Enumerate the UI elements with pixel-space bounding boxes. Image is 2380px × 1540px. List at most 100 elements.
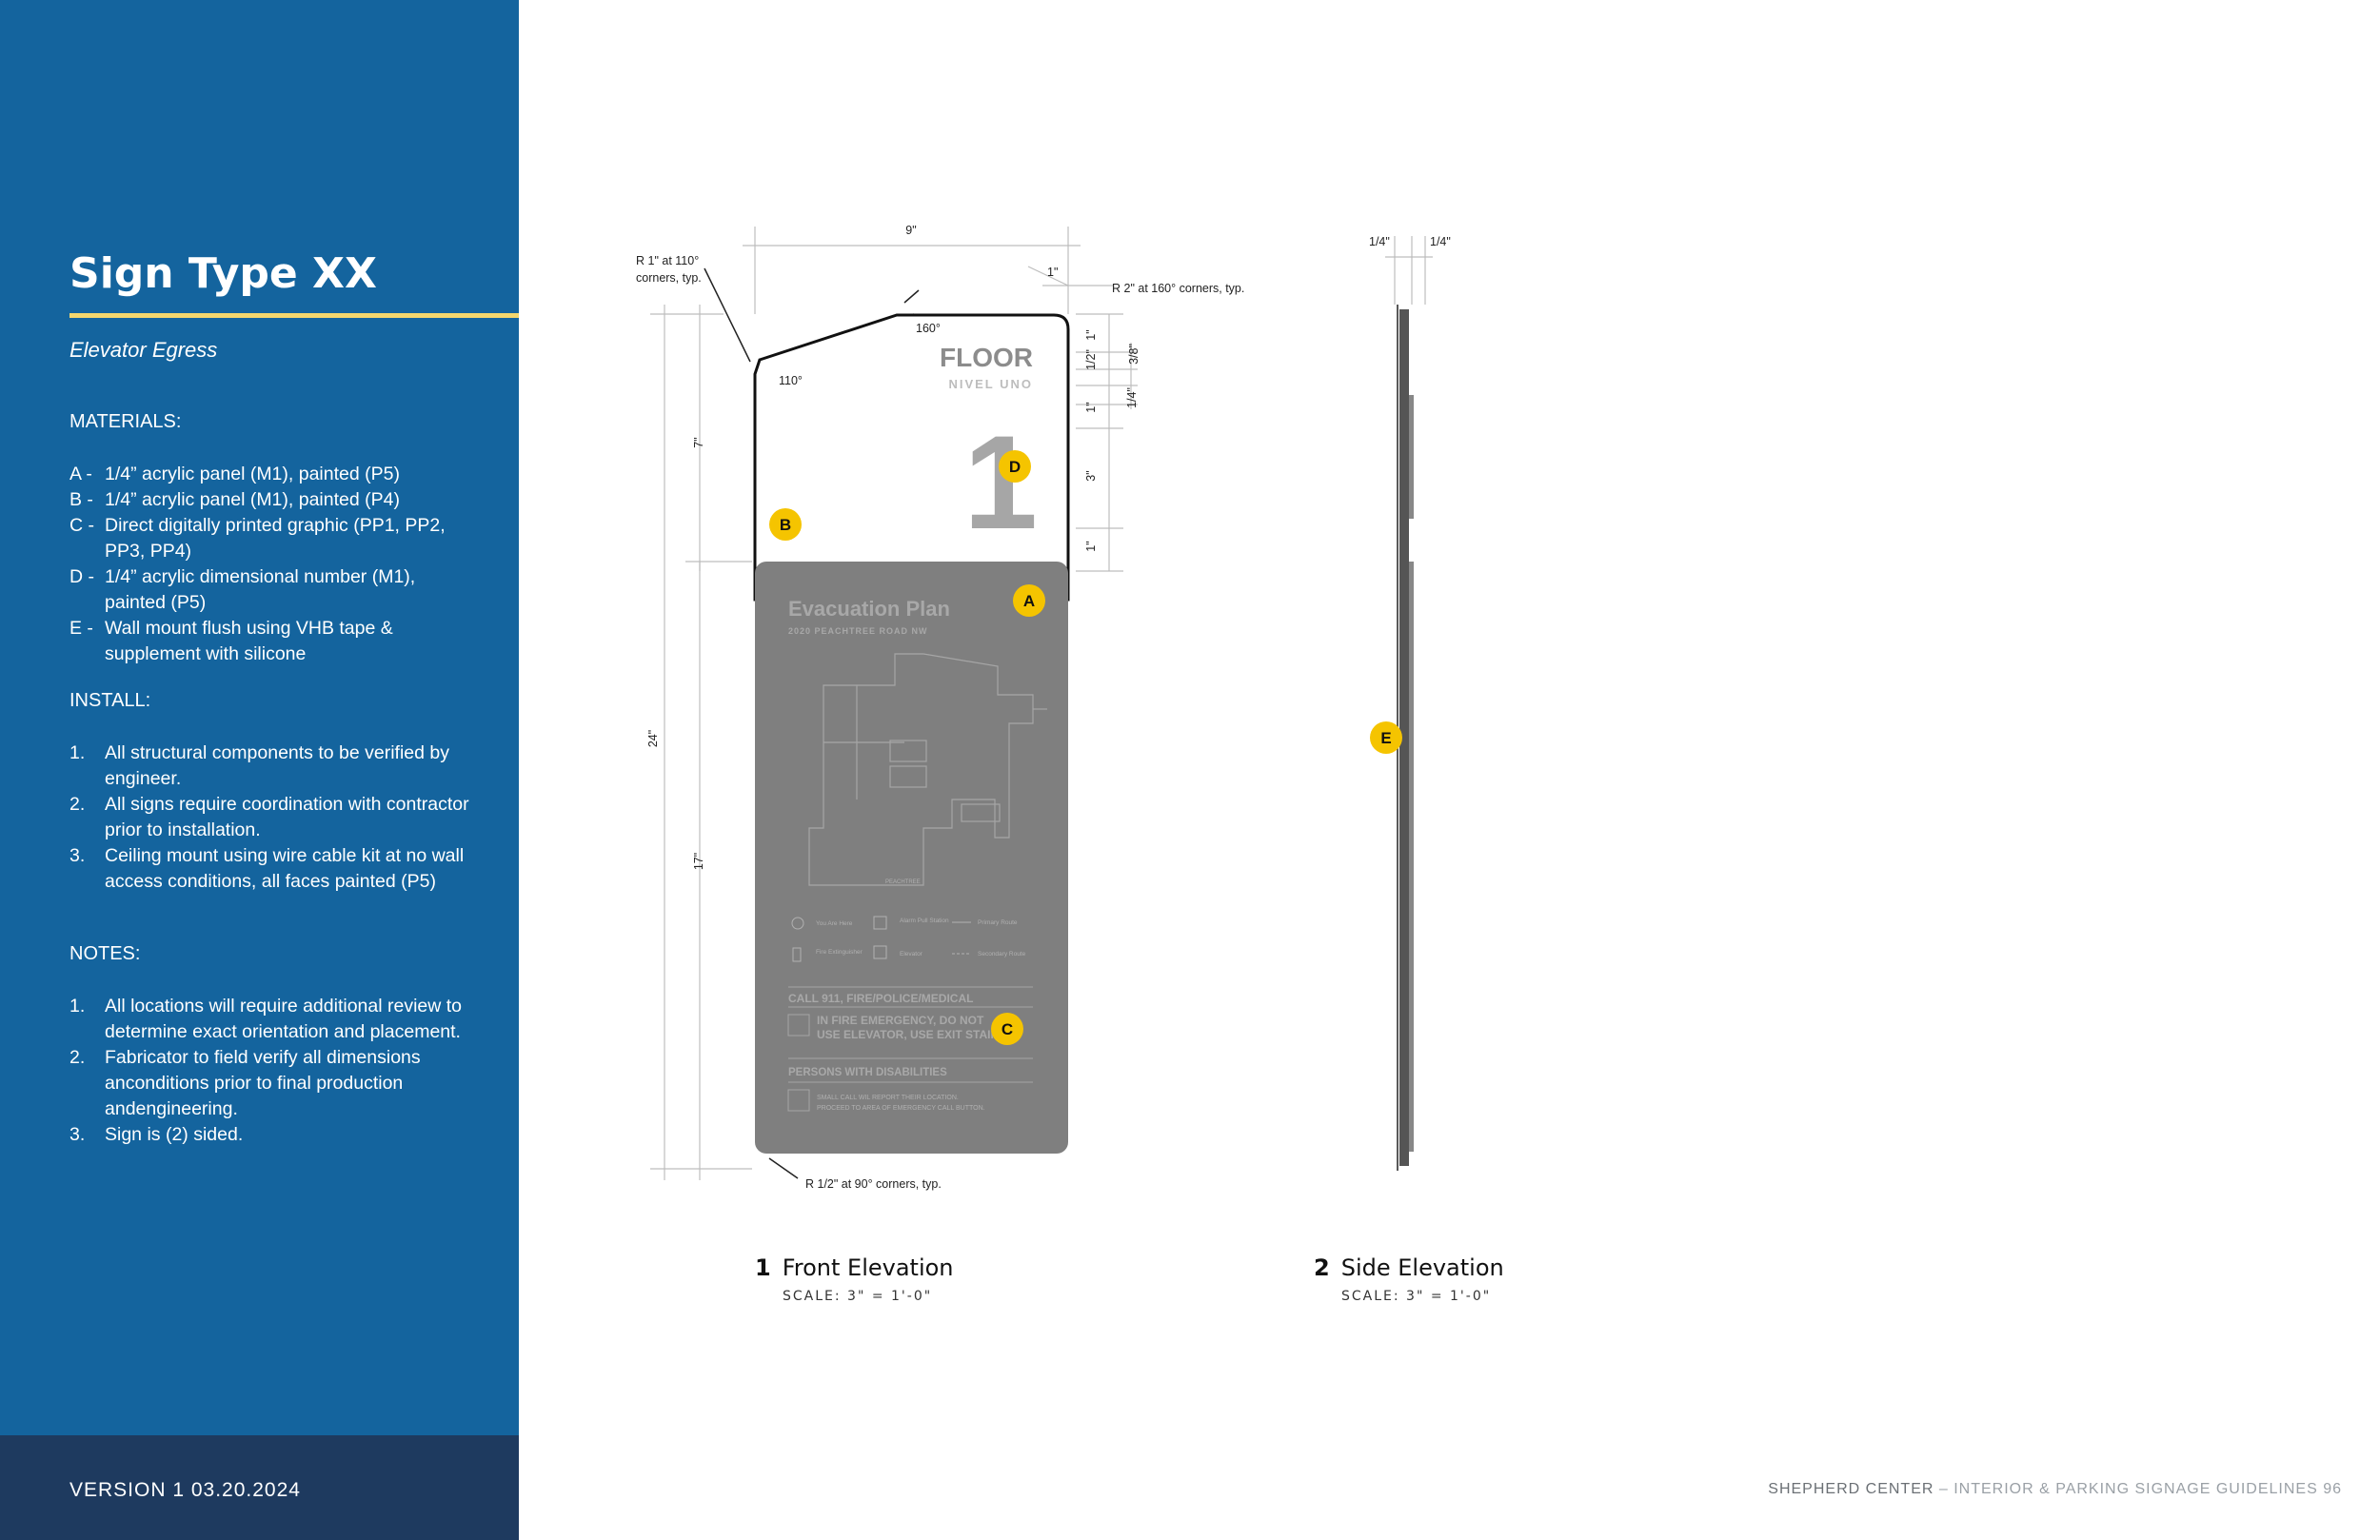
callout-b: B [769, 508, 802, 541]
legend-extinguisher: Fire Extinguisher [816, 949, 863, 956]
dim-side-1: 1/4" [1369, 235, 1390, 248]
fire-icon [787, 1014, 810, 1037]
caption-scale: SCALE: 3" = 1'-0" [1341, 1289, 1492, 1304]
item-key: 3. [69, 1124, 86, 1145]
list-item: A -1/4” acrylic panel (M1), painted (P5) [69, 462, 479, 487]
floor-sublabel: NIVEL UNO [948, 377, 1033, 391]
dim-24: 24" [646, 730, 660, 747]
dim-corner-110b: corners, typ. [636, 271, 702, 285]
footer-doc: – INTERIOR & PARKING SIGNAGE GUIDELINES … [1934, 1481, 2342, 1497]
item-text: All structural components to be verified… [105, 742, 450, 789]
front-elevation-caption: 1 Front Elevation SCALE: 3" = 1'-0" [755, 1254, 954, 1304]
svg-text:E: E [1380, 729, 1391, 747]
dim-side-2: 1/4" [1430, 235, 1451, 248]
dim-right-38: 3/8" [1127, 344, 1140, 365]
wheelchair-icon [787, 1089, 810, 1112]
dim-right-half: 1/2" [1084, 349, 1098, 370]
dimension-labels: 9" R 1" at 110° corners, typ. R 2" at 16… [636, 224, 1451, 1191]
legend: You Are Here Alarm Pull Station Primary … [791, 916, 1026, 962]
disabilities-heading: PERSONS WITH DISABILITIES [788, 1067, 947, 1078]
disab-line-2: PROCEED TO AREA OF EMERGENCY CALL BUTTON… [817, 1105, 985, 1112]
item-key: E - [69, 618, 93, 639]
list-item: C - Direct digitally printed graphic (PP1… [69, 513, 479, 564]
item-text: Fabricator to field verify all dimension… [105, 1047, 421, 1119]
angle-110: 110° [779, 374, 803, 387]
sidebar: Sign Type XX Elevator Egress MATERIALS: … [0, 0, 519, 1435]
item-key: 3. [69, 845, 86, 866]
page-subtitle: Elevator Egress [69, 338, 218, 362]
call-911: CALL 911, FIRE/POLICE/MEDICAL [788, 992, 973, 1005]
item-key: 2. [69, 1047, 86, 1068]
item-key: C - [69, 515, 94, 536]
install-list: 1. All structural components to be verifi… [69, 740, 479, 895]
callout-c: C [991, 1013, 1023, 1045]
dim-17: 17" [692, 853, 705, 870]
dim-right-3: 3" [1084, 470, 1098, 481]
technical-drawing: FLOOR NIVEL UNO 1 Evacuation Plan 2020 P… [636, 224, 1451, 1191]
install-heading: INSTALL: [69, 690, 151, 711]
dim-right-1c: 1" [1084, 541, 1098, 551]
page-footer: SHEPHERD CENTER – INTERIOR & PARKING SIG… [1768, 1481, 2342, 1498]
callout-e: E [1370, 721, 1402, 754]
item-key: 1. [69, 742, 86, 763]
materials-heading: MATERIALS: [69, 411, 182, 432]
you-are-here-icon [791, 917, 804, 930]
caption-number: 2 [1314, 1254, 1330, 1281]
page-title: Sign Type XX [69, 249, 377, 298]
front-sign: FLOOR NIVEL UNO 1 Evacuation Plan 2020 P… [753, 313, 1070, 1154]
list-item: E -Wall mount flush using VHB tape & sup… [69, 616, 479, 667]
caption-title: Front Elevation [782, 1254, 954, 1281]
disab-line-1: SMALL CALL WIL REPORT THEIR LOCATION. [817, 1095, 959, 1101]
list-item: B - 1/4” acrylic panel (M1), painted (P4) [69, 487, 479, 513]
legend-elevator: Elevator [900, 951, 923, 958]
side-number-edge [1409, 395, 1414, 519]
version-band: VERSION 1 03.20.2024 [0, 1435, 519, 1540]
evac-address: 2020 PEACHTREE ROAD NW [788, 626, 928, 636]
dim-7: 7" [692, 437, 705, 447]
list-item: 2. All signs require coordination with co… [69, 792, 479, 843]
item-text: Direct digitally printed graphic (PP1, P… [105, 515, 446, 562]
floor-label: FLOOR [940, 343, 1033, 372]
item-text: 1/4” acrylic dimensional number (M1), pa… [105, 566, 416, 613]
svg-text:D: D [1009, 458, 1021, 476]
dim-corner-90: R 1/2" at 90° corners, typ. [805, 1177, 942, 1191]
callout-d: D [999, 450, 1031, 483]
caption-scale: SCALE: 3" = 1'-0" [783, 1289, 933, 1304]
caption-title: Side Elevation [1340, 1254, 1504, 1281]
callout-a: A [1013, 584, 1045, 617]
materials-list: A -1/4” acrylic panel (M1), painted (P5)… [69, 462, 479, 667]
svg-text:A: A [1023, 592, 1035, 610]
item-key: 2. [69, 794, 86, 815]
angle-160: 160° [916, 322, 941, 335]
title-rule [69, 313, 519, 318]
svg-text:B: B [780, 516, 791, 534]
list-item: 2. Fabricator to field verify all dimensi… [69, 1045, 479, 1122]
item-text: 1/4” acrylic panel (M1), painted (P4) [105, 489, 400, 510]
list-item: D -1/4” acrylic dimensional number (M1),… [69, 564, 479, 616]
callout-markers: A B C D E [769, 450, 1402, 1045]
notes-heading: NOTES: [69, 943, 141, 964]
list-item: 3. Ceiling mount using wire cable kit at … [69, 843, 479, 895]
extinguisher-icon [792, 947, 802, 962]
elevator-icon [873, 945, 887, 959]
dim-corner-160: R 2" at 160° corners, typ. [1112, 282, 1244, 295]
item-key: B - [69, 489, 93, 510]
caption-number: 1 [755, 1254, 771, 1281]
legend-secondary: Secondary Route [978, 951, 1026, 958]
footer-org: SHEPHERD CENTER [1768, 1481, 1934, 1497]
item-text: All locations will require additional re… [105, 996, 463, 1042]
item-key: 1. [69, 996, 86, 1017]
dim-top-offset: 1" [1047, 266, 1058, 279]
fire-line-1: IN FIRE EMERGENCY, DO NOT [817, 1014, 984, 1027]
list-item: 1. All structural components to be verifi… [69, 740, 479, 792]
item-text: All signs require coordination with cont… [105, 794, 469, 840]
item-key: A - [69, 464, 92, 484]
side-panel [1399, 309, 1409, 1166]
side-elevation-caption: 2 Side Elevation SCALE: 3" = 1'-0" [1314, 1254, 1504, 1304]
dim-right-1b: 1" [1084, 402, 1098, 412]
item-text: Ceiling mount using wire cable kit at no… [105, 845, 465, 892]
item-text: Sign is (2) sided. [105, 1124, 244, 1145]
dimension-lines [650, 227, 1433, 1180]
legend-primary: Primary Route [978, 919, 1018, 926]
list-item: 1. All locations will require additional … [69, 994, 479, 1045]
